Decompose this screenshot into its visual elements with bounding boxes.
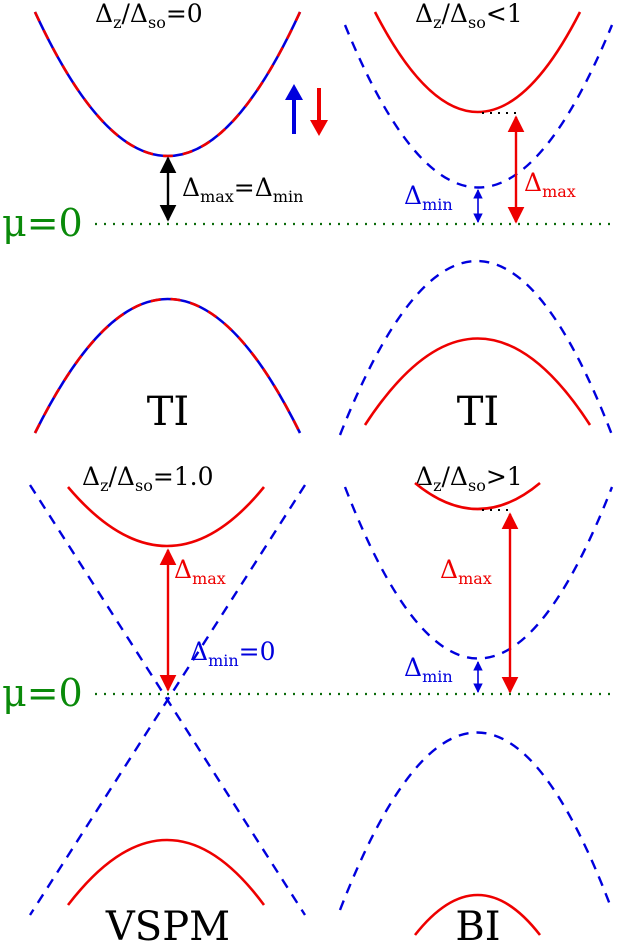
panel-1-phase-label: TI <box>147 389 189 435</box>
panel-bottom-right: Δz/Δso>1 Δmax Δmin BI <box>338 462 614 944</box>
spin-down-icon <box>310 88 328 136</box>
panel-1-ratio-label: Δz/Δso=0 <box>95 0 203 32</box>
spin-up-conduction-band <box>343 486 614 660</box>
panel-4-ratio-label: Δz/Δso>1 <box>415 462 523 495</box>
panel-3-ratio-label: Δz/Δso=1.0 <box>82 462 214 495</box>
panel-4-phase-label: BI <box>455 904 500 944</box>
panel-bottom-left: Δz/Δso=1.0 Δmax Δmin=0 VSPM <box>28 462 307 944</box>
gap-label-max-min: Δmax=Δmin <box>182 173 303 206</box>
panel-top-left: Δz/Δso=0 Δmax=Δmin TI <box>33 0 328 435</box>
spin-up-conduction-band <box>343 24 614 189</box>
spin-up-icon <box>285 84 303 134</box>
spin-down-conduction-band <box>414 481 541 511</box>
spin-down-valence-band <box>413 893 542 936</box>
spin-up-valence-band <box>338 260 614 436</box>
gap-max-label: Δmax <box>440 555 492 588</box>
spin-up-valence-band <box>338 731 614 911</box>
mu-label-top: μ=0 <box>2 201 83 245</box>
gap-max-label: Δmax <box>524 168 576 201</box>
spin-down-conduction-band <box>67 486 266 548</box>
degenerate-conduction-band-red <box>33 11 302 158</box>
panel-3-phase-label: VSPM <box>105 904 230 944</box>
panel-top-right: Δz/Δso<1 Δmax Δmin TI <box>338 0 614 436</box>
gap-min-label: Δmin <box>404 653 453 686</box>
spin-down-valence-band <box>363 337 592 426</box>
spin-down-valence-band <box>66 838 266 906</box>
degenerate-valence-band-red <box>33 297 302 434</box>
dirac-cone-right-branch <box>28 484 307 916</box>
panel-2-phase-label: TI <box>457 389 499 435</box>
gap-min-label: Δmin <box>404 181 453 214</box>
panel-2-ratio-label: Δz/Δso<1 <box>415 0 523 32</box>
gap-max-label: Δmax <box>174 555 226 588</box>
spin-down-conduction-band <box>373 11 582 114</box>
gap-min-label: Δmin=0 <box>190 637 276 670</box>
mu-label-bottom: μ=0 <box>2 671 83 715</box>
